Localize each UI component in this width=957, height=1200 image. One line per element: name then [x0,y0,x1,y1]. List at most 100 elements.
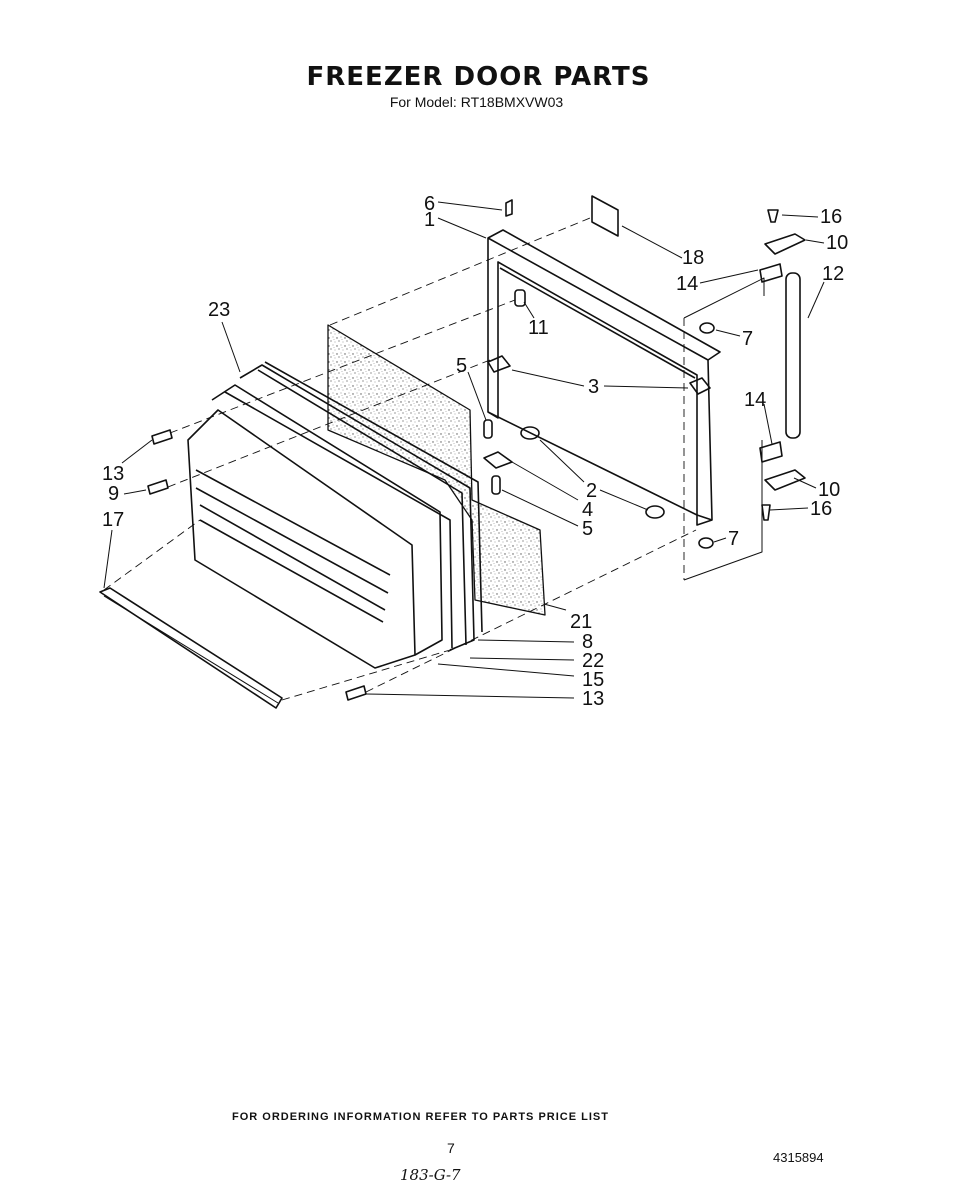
door-frame-bottom [487,411,713,521]
door-frame-top [487,229,721,361]
callout-7-top: 7 [742,328,753,350]
leader-2 [539,439,649,511]
callout-9: 9 [108,483,119,505]
door-frame-inner [499,267,696,379]
screw-13-bottom [345,685,367,701]
leader-9 [123,489,147,495]
insulation-panel [327,324,546,616]
door-gasket-inner [257,369,467,646]
breaker-strip-inner [103,595,279,704]
leader-13-bottom [365,693,575,699]
callout-22: 22 [582,650,604,672]
leader-13-top [121,439,153,464]
assembly-line-1 [329,217,591,326]
liner-rim [211,384,443,656]
cap-7-bottom [698,537,714,549]
screw-5-top [483,419,493,439]
callout-10-top: 10 [826,232,848,254]
callout-8: 8 [582,631,593,653]
leader-7-bottom [713,537,727,543]
ordering-note: FOR ORDERING INFORMATION REFER TO PARTS … [232,1111,609,1123]
top-hinge [764,233,806,255]
plug-11 [514,289,526,307]
leader-16-bottom [769,507,809,511]
callout-16-top: 16 [820,206,842,228]
hinge-3-right [689,377,711,395]
screw-9 [147,479,169,495]
leader-10-bottom [793,477,817,489]
top-hinge-plate [759,263,783,283]
document-number: 4315894 [773,1150,824,1165]
leader-5-bottom [501,489,579,527]
door-gasket-outer [264,361,483,633]
page-number: 7 [447,1140,455,1156]
callout-16-bottom: 16 [810,498,832,520]
leader-5-top [467,371,487,421]
callout-15: 15 [582,669,604,691]
model-label: For Model: [389,94,457,110]
bottom-hinge [764,469,806,491]
callout-14-top: 14 [676,273,698,295]
leader-3 [511,369,689,389]
callout-2: 2 [586,480,597,502]
callout-1: 1 [424,209,435,231]
callout-17: 17 [102,509,124,531]
callout-13-bottom: 13 [582,688,604,710]
leader-6 [437,201,503,211]
callout-4: 4 [582,499,593,521]
liner-rim-2 [224,391,453,649]
label [591,195,619,237]
page-title: FREEZER DOOR PARTS [306,62,651,92]
callout-11: 11 [528,317,549,339]
assembly-line-5 [281,649,451,701]
liner-shelf-mid [199,504,386,623]
handwritten-note: 183-G-7 [400,1166,461,1184]
callout-12: 12 [822,263,844,285]
hinge-bracket-bottom [683,440,763,581]
liner-shelf-top [195,469,391,594]
leader-21 [543,603,567,611]
leader-7-top [715,329,741,337]
screw-16-top [767,209,779,223]
assembly-line-6 [103,519,201,591]
callout-6: 6 [424,193,435,215]
model-subtitle: For Model:RT18BMXVW03 [0,94,957,110]
leader-16-top [781,214,819,218]
leader-14-bottom [763,403,773,445]
leader-10-top [805,239,825,244]
door-handle [785,272,801,439]
bracket-2-left [520,426,540,440]
leader-17 [103,529,113,589]
hinge-3-left [487,355,511,373]
screw-6 [505,199,513,217]
callout-18: 18 [682,247,704,269]
hinge-4 [483,451,513,469]
leader-23 [221,321,241,373]
leader-14-top [699,269,759,284]
leader-4 [511,461,579,501]
callout-7-bottom: 7 [728,528,739,550]
callout-13-top: 13 [102,463,124,485]
screw-5-bottom [491,475,501,495]
bracket-2-right [645,505,665,519]
leader-8 [477,639,575,643]
callout-10-bottom: 10 [818,479,840,501]
hinge-bracket-top [683,277,765,319]
leader-11 [523,301,535,319]
cap-7-top [699,322,715,334]
callout-5-top: 5 [456,355,467,377]
screw-16-bottom [761,504,771,521]
callout-23: 23 [208,299,230,321]
leader-22 [469,657,575,661]
assembly-line-4 [365,529,697,693]
breaker-strip [99,587,283,709]
model-number: RT18BMXVW03 [460,94,564,110]
leader-18 [621,225,683,259]
assembly-line-2 [169,299,516,434]
callout-3: 3 [588,376,599,398]
assembly-line-3 [167,359,491,488]
leader-12 [807,281,825,319]
leader-15 [437,663,575,677]
callout-14-bottom: 14 [744,389,766,411]
